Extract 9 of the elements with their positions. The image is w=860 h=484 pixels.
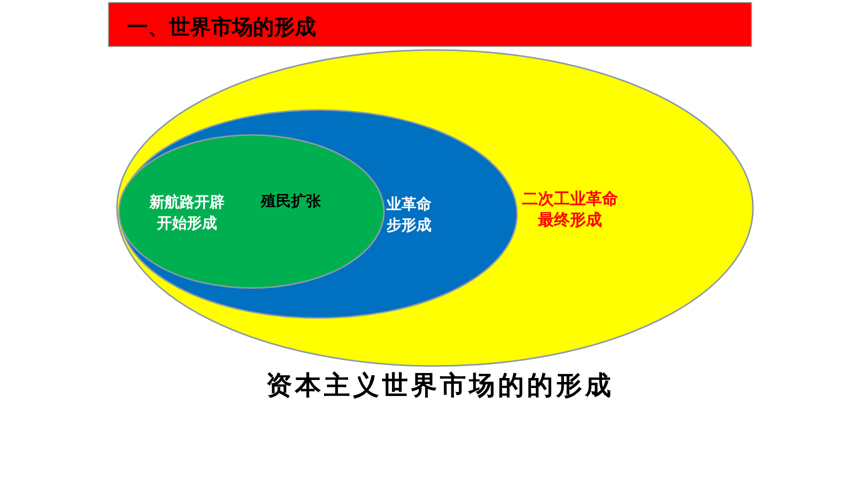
ellipse-label: 殖民扩张 bbox=[260, 191, 322, 212]
caption: 资本主义世界市场的的形成 bbox=[265, 370, 615, 403]
ellipse-label: 业革命步形成 bbox=[386, 194, 432, 236]
ellipse-label: 新航路开辟开始形成 bbox=[148, 192, 226, 234]
ellipse-label: 二次工业革命最终形成 bbox=[521, 188, 619, 230]
title: 一、世界市场的形成 bbox=[127, 14, 316, 41]
inner-ellipse bbox=[119, 135, 384, 288]
middle-ellipse bbox=[120, 110, 517, 318]
outer-ellipse bbox=[117, 50, 753, 366]
